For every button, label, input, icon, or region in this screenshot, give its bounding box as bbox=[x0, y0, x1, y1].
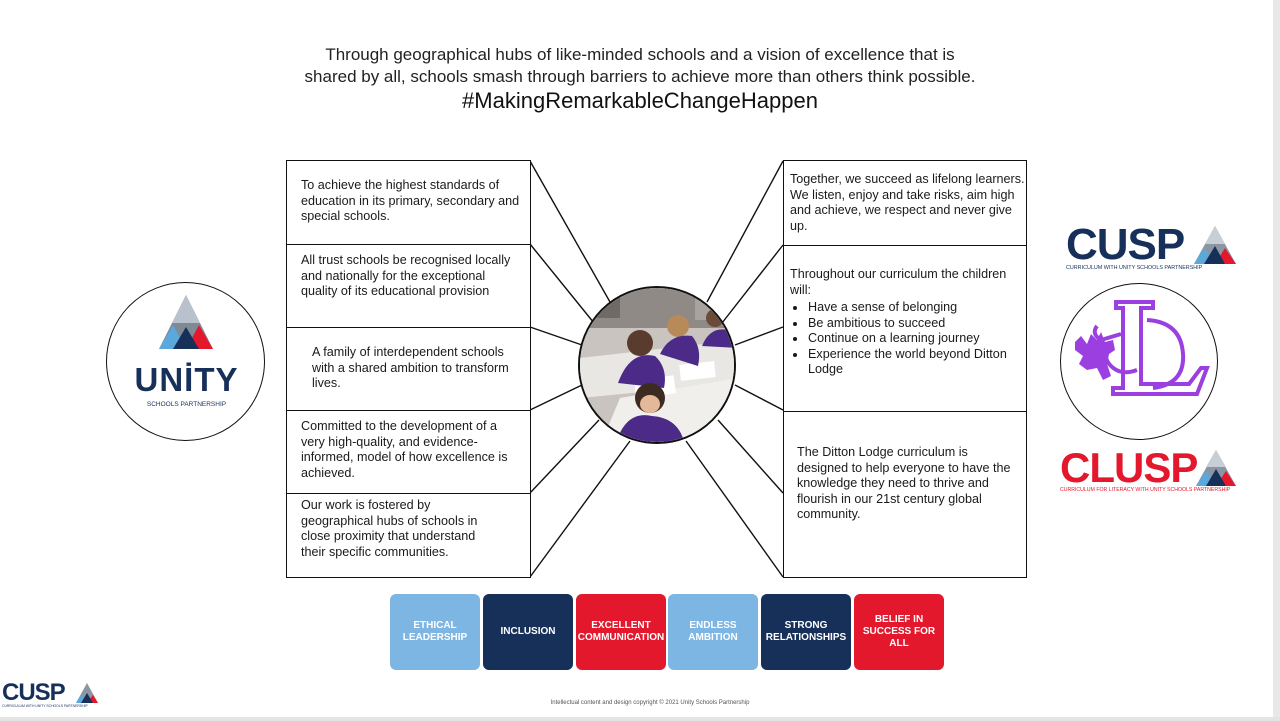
connector-line bbox=[734, 326, 784, 346]
aim-box-5: Our work is fostered by geographical hub… bbox=[286, 493, 531, 578]
value-ethical-leadership: ETHICAL LEADERSHIP bbox=[390, 594, 480, 670]
connector-line bbox=[529, 160, 611, 303]
connector-line bbox=[529, 440, 631, 578]
value-excellent-communication: EXCELLENT COMMUNICATION bbox=[576, 594, 666, 670]
intro-line-2: shared by all, schools smash through bar… bbox=[304, 67, 976, 86]
list-item: Be ambitious to succeed bbox=[807, 316, 1020, 332]
list-item: Continue on a learning journey bbox=[807, 331, 1020, 347]
moose-dl-icon bbox=[1075, 300, 1210, 396]
connector-line bbox=[529, 384, 583, 411]
classroom-photo bbox=[578, 286, 736, 444]
triangle-icon bbox=[1196, 450, 1236, 486]
aim-box-1: To achieve the highest standards of educ… bbox=[286, 160, 531, 245]
value-strong-relationships: STRONG RELATIONSHIPS bbox=[761, 594, 851, 670]
list-item: Have a sense of belonging bbox=[807, 300, 1020, 316]
copyright-text: Intellectual content and design copyrigh… bbox=[550, 700, 750, 706]
school-logo bbox=[1060, 283, 1218, 440]
intro-text: Through geographical hubs of like-minded… bbox=[240, 44, 1040, 88]
curriculum-aims-list: Have a sense of belonging Be ambitious t… bbox=[790, 300, 1020, 378]
connector-line bbox=[721, 244, 784, 324]
window-bottom-edge bbox=[0, 717, 1280, 721]
hashtag: #MakingRemarkableChangeHappen bbox=[462, 88, 818, 113]
value-belief-in-success: BELIEF IN SUCCESS FOR ALL bbox=[854, 594, 944, 670]
values-row: ETHICAL LEADERSHIP INCLUSION EXCELLENT C… bbox=[390, 594, 944, 670]
clusp-logo-sub: CURRICULUM FOR LITERACY WITH UNITY SCHOO… bbox=[1060, 487, 1231, 493]
triangle-icon bbox=[76, 683, 98, 703]
value-endless-ambition: ENDLESS AMBITION bbox=[668, 594, 758, 670]
list-item: Experience the world beyond Ditton Lodge bbox=[807, 347, 1020, 378]
intro-line-1: Through geographical hubs of like-minded… bbox=[325, 45, 955, 64]
unity-triangle-icon bbox=[159, 295, 213, 349]
connector-line bbox=[717, 419, 784, 494]
aim-box-4: Committed to the development of a very h… bbox=[286, 410, 531, 494]
curriculum-statement-box: The Ditton Lodge curriculum is designed … bbox=[783, 411, 1027, 578]
value-inclusion: INCLUSION bbox=[483, 594, 573, 670]
window-edge bbox=[1273, 0, 1280, 721]
connector-line bbox=[529, 326, 583, 346]
footer-cusp-logo-sub: CURRICULUM WITH UNITY SCHOOLS PARTNERSHI… bbox=[2, 704, 88, 708]
connector-line bbox=[529, 243, 595, 324]
cusp-logo: CUSP CURRICULUM WITH UNITY SCHOOLS PARTN… bbox=[1062, 220, 1242, 278]
aim-box-3: A family of interdependent schools with … bbox=[286, 327, 531, 411]
unity-logo-name: UNİTY bbox=[134, 361, 239, 398]
unity-logo: UNİTY SCHOOLS PARTNERSHIP bbox=[106, 282, 265, 441]
clusp-logo: CLUSP CURRICULUM FOR LITERACY WITH UNITY… bbox=[1058, 444, 1248, 502]
connector-line bbox=[685, 440, 784, 578]
connector-line bbox=[734, 384, 784, 411]
aim-box-2: All trust schools be recognised locally … bbox=[286, 244, 531, 328]
ethos-box: Together, we succeed as lifelong learner… bbox=[783, 160, 1027, 246]
triangle-icon bbox=[1194, 226, 1236, 264]
unity-logo-sub: SCHOOLS PARTNERSHIP bbox=[146, 401, 227, 408]
footer-cusp-logo: CUSP CURRICULUM WITH UNITY SCHOOLS PARTN… bbox=[2, 679, 112, 711]
clusp-logo-name: CLUSP bbox=[1060, 444, 1198, 491]
footer-cusp-logo-name: CUSP bbox=[2, 679, 66, 706]
connector-line bbox=[706, 160, 784, 303]
cusp-logo-name: CUSP bbox=[1066, 220, 1185, 269]
curriculum-aims-box: Throughout our curriculum the children w… bbox=[783, 245, 1027, 412]
connector-line bbox=[529, 419, 600, 494]
cusp-logo-sub: CURRICULUM WITH UNITY SCHOOLS PARTNERSHI… bbox=[1066, 265, 1203, 271]
